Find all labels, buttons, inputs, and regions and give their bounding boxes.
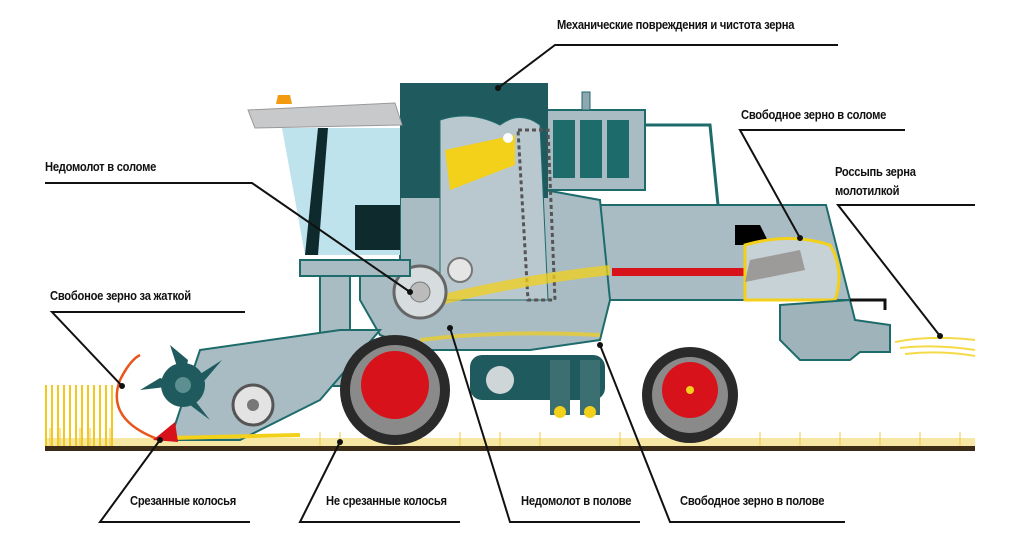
cleaning-fan: [470, 355, 605, 418]
header-auger: [231, 383, 275, 427]
threshing-drum: [392, 257, 473, 320]
label-thresher-grain-spill-line1: Россыпь зерна: [835, 164, 916, 179]
label-uncut-ears: Не срезанные колосья: [326, 493, 447, 508]
field-ground: [45, 385, 975, 451]
label-thresher-grain-spill-line2: молотилкой: [835, 183, 900, 198]
grain-spill-rear: [894, 336, 976, 357]
cab-roof: [247, 102, 403, 129]
label-free-grain-in-chaff: Свободное зерно в полове: [680, 493, 825, 508]
label-cut-ears: Срезанные колосья: [130, 493, 236, 508]
label-underthreshed-in-straw: Недомолот в соломе: [45, 159, 157, 174]
leader-lines: [45, 44, 975, 523]
label-free-grain-in-straw: Свободное зерно в соломе: [741, 107, 887, 122]
reel: [140, 345, 222, 420]
label-mechanical-damage-grain-purity: Механические повреждения и чистота зерна: [557, 17, 795, 32]
label-free-grain-behind-header: Свобоное зерно за жаткой: [50, 288, 191, 303]
label-underthreshed-in-chaff: Недомолот в полове: [521, 493, 632, 508]
grain-flow: [438, 265, 611, 305]
front-wheel: [340, 335, 450, 445]
rear-wheel: [642, 347, 738, 443]
